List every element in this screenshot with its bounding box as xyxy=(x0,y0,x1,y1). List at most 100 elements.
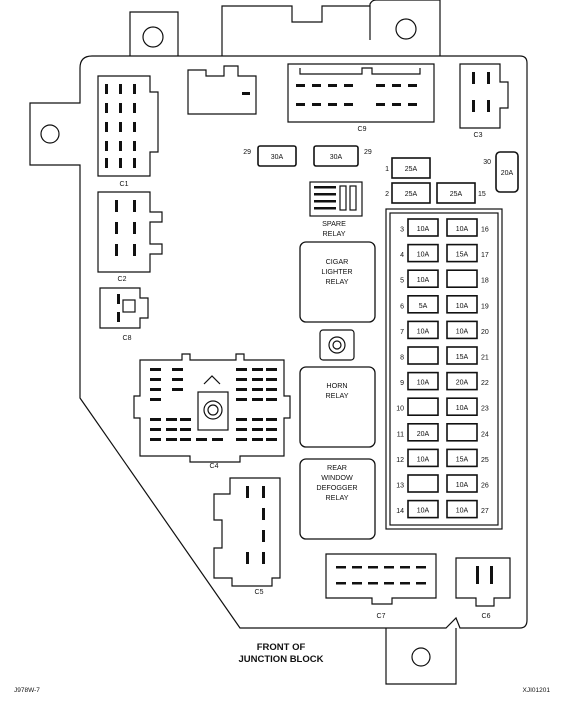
fuse-row: 13 10A 26 xyxy=(396,474,489,493)
rear-window-defogger-relay: REAR WINDOW DEFOGGER RELAY xyxy=(299,458,376,540)
fuse-rating-right: 15A xyxy=(456,252,469,259)
fuse-2: 2 25A xyxy=(385,182,431,204)
c9-label: C9 xyxy=(358,126,367,133)
mini-fuse-right xyxy=(446,499,478,519)
connector-c5 xyxy=(213,477,281,587)
bolt-stud xyxy=(319,329,355,361)
mini-fuse-right xyxy=(446,320,478,340)
mini-fuse-left xyxy=(407,243,439,263)
fuse-number-right: 16 xyxy=(481,227,489,234)
connector-top-middle xyxy=(187,65,257,115)
svg-text:RELAY: RELAY xyxy=(325,277,348,286)
svg-text:DEFOGGER: DEFOGGER xyxy=(316,483,357,492)
fuse-rating-right: 10A xyxy=(456,508,469,515)
mini-fuse-left xyxy=(407,269,439,289)
connector-c9 xyxy=(287,63,435,123)
fuse-rating-right: 15A xyxy=(456,456,469,463)
svg-text:WINDOW: WINDOW xyxy=(321,473,353,482)
c2-label: C2 xyxy=(118,276,127,283)
fuse-number-right: 19 xyxy=(481,303,489,310)
fuse-rating-left: 10A xyxy=(417,380,430,387)
connector-c7 xyxy=(325,553,437,605)
left-mount-hole xyxy=(40,124,60,144)
mini-fuse-left xyxy=(407,448,439,468)
fuse-rating-left: 10A xyxy=(417,277,430,284)
mini-fuse-left xyxy=(407,474,439,493)
junction-block-housing xyxy=(29,55,528,629)
c7-label: C7 xyxy=(377,613,386,620)
svg-text:2: 2 xyxy=(385,191,389,198)
connector-c8 xyxy=(99,287,149,329)
svg-text:25A: 25A xyxy=(405,191,418,198)
svg-text:29: 29 xyxy=(243,149,251,156)
mini-fuse-panel xyxy=(385,208,503,530)
fuse-rating-left: 10A xyxy=(417,508,430,515)
fuse-number-right: 26 xyxy=(481,483,489,490)
fuse-number-right: 21 xyxy=(481,355,489,362)
maxi-fuse-30: 30 20A xyxy=(483,151,519,193)
fuse-number-left: 8 xyxy=(400,355,404,362)
fuse-15: 25A 15 xyxy=(436,182,486,204)
c3-label: C3 xyxy=(474,132,483,139)
fuse-number-left: 6 xyxy=(400,303,404,310)
fuse-rating-left: 10A xyxy=(417,456,430,463)
connector-c1 xyxy=(97,75,159,177)
svg-text:20A: 20A xyxy=(501,170,514,177)
fuse-rating-left: 10A xyxy=(417,252,430,259)
fuse-1: 1 25A xyxy=(385,157,431,179)
fuse-rating-left: 10A xyxy=(417,328,430,335)
c1-label: C1 xyxy=(120,181,129,188)
fuse-number-left: 5 xyxy=(400,278,404,285)
svg-text:29: 29 xyxy=(364,149,372,156)
fuse-number-right: 18 xyxy=(481,278,489,285)
fuse-number-right: 23 xyxy=(481,406,489,413)
svg-text:30A: 30A xyxy=(271,154,284,161)
mini-fuse-left xyxy=(407,371,439,391)
svg-text:REAR: REAR xyxy=(327,463,347,472)
fuse-number-right: 22 xyxy=(481,380,489,387)
svg-text:CIGAR: CIGAR xyxy=(326,257,349,266)
title-line-1: FRONT OF xyxy=(257,642,306,653)
svg-text:15: 15 xyxy=(478,191,486,198)
c4-label: C4 xyxy=(210,463,219,470)
fuse-rating-right: 20A xyxy=(456,380,469,387)
fuse-number-right: 27 xyxy=(481,508,489,515)
maxi-fuse-29-left: 29 30A xyxy=(243,145,297,167)
mini-fuse-left xyxy=(407,218,439,237)
mini-fuse-left xyxy=(407,499,439,519)
fuse-rating-right: 15A xyxy=(456,354,469,361)
mini-fuse-right xyxy=(446,397,478,417)
fuse-number-left: 10 xyxy=(396,406,404,413)
mini-fuse-right xyxy=(446,218,478,237)
svg-text:RELAY: RELAY xyxy=(325,391,348,400)
svg-text:SPARE: SPARE xyxy=(322,219,346,228)
mini-fuse-right xyxy=(446,422,478,442)
connector-c6 xyxy=(455,557,511,607)
svg-text:RELAY: RELAY xyxy=(325,493,348,502)
fuse-number-left: 13 xyxy=(396,483,404,490)
mini-fuse-right xyxy=(446,371,478,391)
svg-text:1: 1 xyxy=(385,166,389,173)
connector-c3 xyxy=(459,63,509,129)
fuse-row: 5 10A 18 xyxy=(400,269,489,289)
fuse-number-left: 7 xyxy=(400,329,404,336)
fuse-rating-right: 10A xyxy=(456,482,469,489)
fuse-row: 8 15A 21 xyxy=(400,346,489,365)
mini-fuse-right xyxy=(446,346,478,365)
connector-c2 xyxy=(97,191,163,273)
svg-text:LIGHTER: LIGHTER xyxy=(321,267,352,276)
bottom-mounting-tab xyxy=(385,628,457,685)
horn-relay: HORN RELAY xyxy=(299,366,376,448)
footer-right-code: XJI01201 xyxy=(523,687,551,694)
c6-label: C6 xyxy=(482,613,491,620)
